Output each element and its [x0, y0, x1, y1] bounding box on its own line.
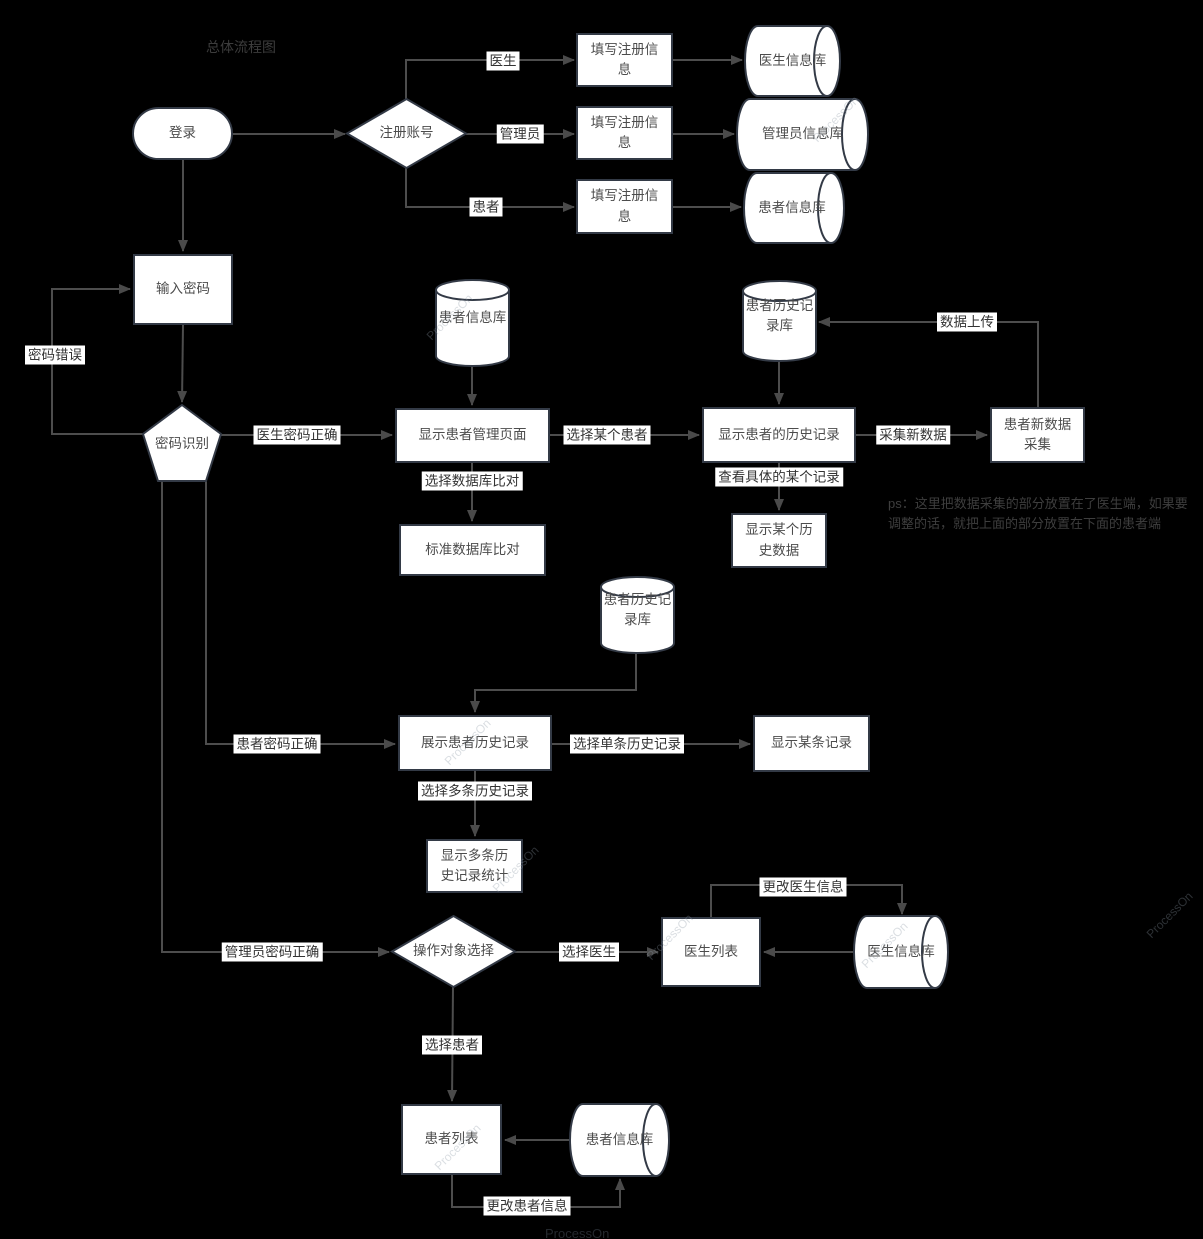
edge-label-password-wrong: 密码错误 [25, 345, 85, 365]
node-show-patient-history: 显示患者的历史记录 [702, 407, 856, 463]
edge-label-select-multi-records: 选择多条历史记录 [418, 781, 532, 801]
edge-label-update-doctor-info: 更改医生信息 [759, 877, 847, 897]
patient-history-db-top-seam [742, 290, 817, 302]
edge-label-doctor-pwd-ok: 医生密码正确 [253, 425, 341, 445]
node-doctor-info-db: 医生信息库 [867, 943, 935, 959]
edge-label-admin-pwd-ok: 管理员密码正确 [221, 942, 323, 962]
node-patient-history-db-mid: 患者历史记录库 [603, 591, 672, 627]
patient-history-db-mid-seam [600, 586, 675, 598]
edge-register-patient [405, 168, 575, 212]
edge-label-select-patient: 选择患者 [422, 1035, 482, 1055]
node-patient-db-top: 患者信息库 [758, 199, 826, 215]
node-patient-info-db: 患者信息库 [438, 309, 507, 325]
diagram-title: 总体流程图 [206, 39, 276, 55]
patient-info-db-bottom-seam [642, 1103, 657, 1177]
ps-note: ps：这里把数据采集的部分放置在了医生端，如果要调整的话，就把上面的部分放置在下… [888, 496, 1188, 531]
node-show-multi-stats: 显示多条历史记录统计 [426, 839, 523, 893]
node-fill-reg-doctor: 填写注册信息 [576, 33, 673, 87]
edge-label-patient-pwd-ok: 患者密码正确 [233, 734, 321, 754]
node-std-db-compare: 标准数据库比对 [399, 524, 546, 576]
password-check-shape [141, 403, 223, 482]
node-login: 登录 [132, 107, 233, 160]
node-new-data-collect: 患者新数据采集 [990, 407, 1085, 463]
node-admin-db: 管理员信息库 [762, 126, 843, 142]
doctor-db-top-seam [813, 25, 828, 97]
patient-history-db-top-shape [742, 280, 817, 362]
edge-admin-pwd-ok [161, 478, 390, 957]
edge-label-collect-new-data: 采集新数据 [876, 425, 950, 445]
node-show-one-record: 显示某条记录 [753, 715, 870, 772]
op-select-decision-shape [389, 914, 518, 989]
edge-historydbmid-display [470, 653, 637, 713]
admin-db-seam [841, 98, 856, 171]
patient-info-db-shape [435, 279, 510, 367]
node-fill-reg-patient: 填写注册信息 [576, 179, 673, 234]
node-password-check: 密码识别 [155, 435, 209, 451]
node-fill-reg-admin: 填写注册信息 [576, 106, 673, 160]
edge-label-view-specific-record: 查看具体的某个记录 [715, 467, 843, 487]
node-show-patient-mgmt: 显示患者管理页面 [395, 408, 550, 463]
node-register-decision: 注册账号 [379, 125, 434, 141]
edge-label-data-upload: 数据上传 [937, 312, 997, 332]
edge-inputpwd-check [177, 324, 188, 403]
node-op-select-decision: 操作对象选择 [413, 943, 494, 959]
node-patient-list: 患者列表 [401, 1104, 502, 1175]
patient-info-db-seam [435, 289, 510, 301]
edge-label-patient: 患者 [469, 197, 503, 217]
node-input-password: 输入密码 [133, 254, 233, 325]
edge-label-update-patient-info: 更改患者信息 [483, 1196, 571, 1216]
node-show-one-history-data: 显示某个历史数据 [731, 513, 827, 568]
node-patient-history-db-top: 患者历史记录库 [745, 297, 814, 333]
node-doctor-db-top: 医生信息库 [758, 52, 827, 68]
edge-label-select-single-record: 选择单条历史记录 [570, 734, 684, 754]
edge-label-select-doctor: 选择医生 [559, 942, 619, 962]
doctor-info-db-seam [921, 915, 936, 989]
edge-label-admin: 管理员 [496, 124, 544, 144]
watermark: ProcessOn [545, 1226, 610, 1239]
register-decision-shape [345, 97, 468, 170]
node-patient-info-db-bottom: 患者信息库 [585, 1131, 654, 1147]
edge-label-select-db-compare: 选择数据库比对 [421, 471, 523, 491]
node-doctor-list: 医生列表 [661, 917, 761, 987]
edge-label-select-one-patient: 选择某个患者 [563, 425, 651, 445]
edge-patient-pwd-ok [205, 478, 396, 749]
edge-label-doctor: 医生 [486, 51, 520, 71]
patient-db-top-seam [817, 172, 832, 244]
edge-newdata-upload [818, 317, 1039, 407]
node-display-patient-history: 展示患者历史记录 [398, 715, 552, 771]
